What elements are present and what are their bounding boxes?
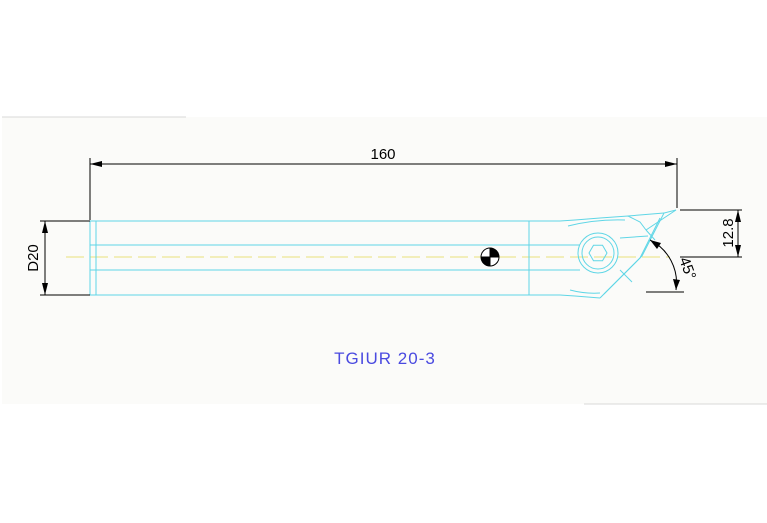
- height-dimension: [680, 209, 742, 258]
- center-of-gravity-icon: [480, 247, 500, 267]
- angle-dimension: [646, 239, 684, 293]
- length-dimension-label: 160: [370, 146, 395, 163]
- drawing-title: TGIUR 20-3: [334, 349, 436, 368]
- drawing-sheet: [2, 117, 767, 404]
- diameter-dimension-label: D20: [25, 244, 42, 272]
- length-dimension: [89, 158, 678, 220]
- hex-socket-screw-icon: [577, 232, 619, 274]
- tool-head: [529, 209, 677, 299]
- height-dimension-label: 12.8: [720, 218, 737, 247]
- tool-shank: [89, 220, 530, 296]
- diameter-dimension: [40, 220, 90, 296]
- angle-dimension-label: 45°: [675, 255, 699, 282]
